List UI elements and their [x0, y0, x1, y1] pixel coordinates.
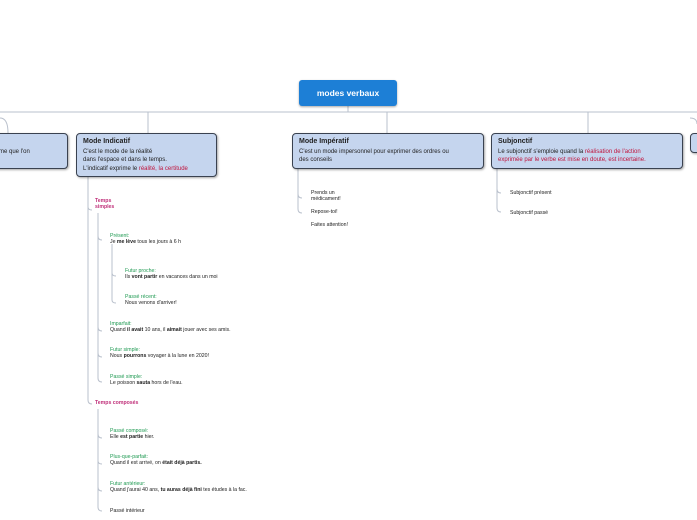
subjonctif-line1: Le subjonctif s'emploie quand la réalisa… — [498, 148, 676, 157]
present-post: tous les jours à 6 h — [135, 239, 181, 246]
subjonctif-line2: exprimée par le verbe est mise en doute,… — [498, 157, 646, 164]
temps-simples-line2: simples — [95, 204, 115, 211]
right-partial-node[interactable] — [690, 133, 697, 153]
futur-anterieur-example: Quand j'aurai 40 ans, tu auras déjà fini… — [110, 487, 247, 493]
plus-que-parfait-verb: était déjà partis. — [162, 460, 202, 467]
futur-simple-example: Nous pourrons voyager à la lune en 2020! — [110, 353, 209, 359]
imparfait-example: Quand il avait 10 ans, il aimait jouer a… — [110, 327, 231, 333]
imperatif-node[interactable]: Mode Impératif C'est un mode impersonnel… — [292, 133, 484, 169]
imparfait-verb-2: aimait — [166, 327, 182, 334]
passe-compose-pre: Elle — [110, 434, 121, 441]
futur-proche-post: en vacances dans un moi — [157, 274, 218, 281]
plus-que-parfait-pre: Quand il est arrivé, on — [110, 460, 163, 467]
imparfait-label: Imparfait: — [110, 321, 132, 327]
example-1-line2: médicament! — [311, 196, 341, 203]
passe-simple-example: Le poisson sauta hors de l'eau. — [110, 380, 183, 386]
subjonctif-title: Subjonctif — [498, 138, 533, 145]
futur-anterieur-item[interactable]: Futur antérieur: Quand j'aurai 40 ans, t… — [110, 481, 247, 493]
passe-simple-verb: sauta — [136, 380, 151, 387]
subjonctif-present[interactable]: Subjonctif présent — [510, 190, 552, 196]
root-node[interactable]: modes verbaux — [299, 80, 397, 106]
present-pre: Je — [110, 239, 117, 246]
futur-proche-label: Futur proche: — [125, 268, 156, 274]
passe-compose-verb: est partie — [120, 434, 144, 441]
example-1-line1: Prends un — [311, 190, 335, 196]
left-partial-node[interactable]: rme que l'on — [0, 133, 68, 169]
subjonctif-node[interactable]: Subjonctif Le subjonctif s'emploie quand… — [491, 133, 683, 169]
indicatif-line3-highlight: réalité, la certitude — [138, 165, 188, 172]
left-node-text: rme que l'on — [0, 149, 30, 155]
passe-anterieur-item[interactable]: Passé intérieur — [110, 508, 145, 514]
indicatif-line3-prefix: L'indicatif exprime le — [83, 165, 139, 172]
indicatif-line3: L'indicatif exprime le réalité, la certi… — [83, 165, 210, 174]
temps-simples-heading[interactable]: Temps simples — [95, 198, 114, 210]
subjonctif-passe[interactable]: Subjonctif passé — [510, 210, 549, 216]
indicatif-line1: C'est le mode de la réalité — [83, 148, 153, 155]
futur-simple-post: voyager à la lune en 2020! — [146, 353, 209, 360]
futur-anterieur-post: tes études à la fac. — [201, 487, 247, 494]
passe-simple-post: hors de l'eau. — [150, 380, 183, 387]
futur-anterieur-label: Futur antérieur: — [110, 481, 146, 487]
present-example: Je me lève tous les jours à 6 h — [110, 239, 181, 245]
passe-simple-item[interactable]: Passé simple: Le poisson sauta hors de l… — [110, 374, 183, 386]
passe-simple-pre: Le poisson — [110, 380, 137, 387]
subjonctif-line1-highlight: réalisation de l'action — [584, 148, 641, 155]
root-label: modes verbaux — [316, 88, 380, 98]
passe-compose-example: Elle est partie hier. — [110, 434, 154, 440]
indicatif-node[interactable]: Mode Indicatif C'est le mode de la réali… — [76, 133, 217, 177]
futur-simple-pre: Nous — [110, 353, 124, 360]
plus-que-parfait-label: Plus-que-parfait: — [110, 454, 149, 460]
futur-anterieur-pre: Quand j'aurai 40 ans, — [110, 487, 161, 494]
passe-recent-item[interactable]: Passé récent: Nous venons d'arriver! — [125, 294, 177, 306]
passe-compose-item[interactable]: Passé composé: Elle est partie hier. — [110, 428, 154, 440]
passe-compose-post: hier. — [143, 434, 155, 441]
present-verb: me lève — [116, 239, 136, 246]
imparfait-verb-1: il avait — [127, 327, 144, 334]
temps-composes-heading[interactable]: Temps composés — [95, 400, 139, 406]
futur-simple-label: Futur simple: — [110, 347, 140, 353]
temps-simples-line1: Temps — [95, 198, 112, 204]
futur-simple-verb: pourrons — [123, 353, 147, 360]
imperatif-example-1[interactable]: Prends un médicament! — [311, 190, 341, 202]
futur-anterieur-verb: tu auras déjà fini — [160, 487, 202, 494]
present-label: Présent: — [110, 233, 130, 239]
indicatif-title: Mode Indicatif — [83, 138, 131, 145]
plus-que-parfait-item[interactable]: Plus-que-parfait: Quand il est arrivé, o… — [110, 454, 202, 466]
plus-que-parfait-example: Quand il est arrivé, on était déjà parti… — [110, 460, 202, 466]
imparfait-post: jouer avec ses amis. — [181, 327, 231, 334]
imperatif-title: Mode Impératif — [299, 138, 349, 145]
indicatif-line2: dans l'espace et dans le temps. — [83, 157, 167, 164]
imparfait-item[interactable]: Imparfait: Quand il avait 10 ans, il aim… — [110, 321, 231, 333]
imperatif-example-2[interactable]: Repose-toi! — [311, 209, 338, 215]
futur-proche-item[interactable]: Futur proche: Ils vont partir en vacance… — [125, 268, 218, 280]
imperatif-line1: C'est un mode impersonnel pour exprimer … — [299, 148, 449, 155]
imparfait-pre: Quand — [110, 327, 128, 334]
passe-compose-label: Passé composé: — [110, 428, 149, 434]
passe-simple-label: Passé simple: — [110, 374, 143, 380]
futur-proche-example: Ils vont partir en vacances dans un moi — [125, 274, 218, 280]
imparfait-mid: 10 ans, il — [143, 327, 167, 334]
imperatif-line2: des conseils — [299, 157, 333, 164]
imperatif-example-3[interactable]: Faites attention! — [311, 222, 348, 228]
passe-recent-label: Passé récent: — [125, 294, 157, 300]
futur-simple-item[interactable]: Futur simple: Nous pourrons voyager à la… — [110, 347, 209, 359]
futur-proche-pre: Ils — [125, 274, 132, 281]
subjonctif-line1-prefix: Le subjonctif s'emploie quand la — [498, 148, 585, 155]
futur-proche-verb: vont partir — [131, 274, 158, 281]
present-item[interactable]: Présent: Je me lève tous les jours à 6 h — [110, 233, 181, 245]
passe-recent-example: Nous venons d'arriver! — [125, 300, 177, 307]
